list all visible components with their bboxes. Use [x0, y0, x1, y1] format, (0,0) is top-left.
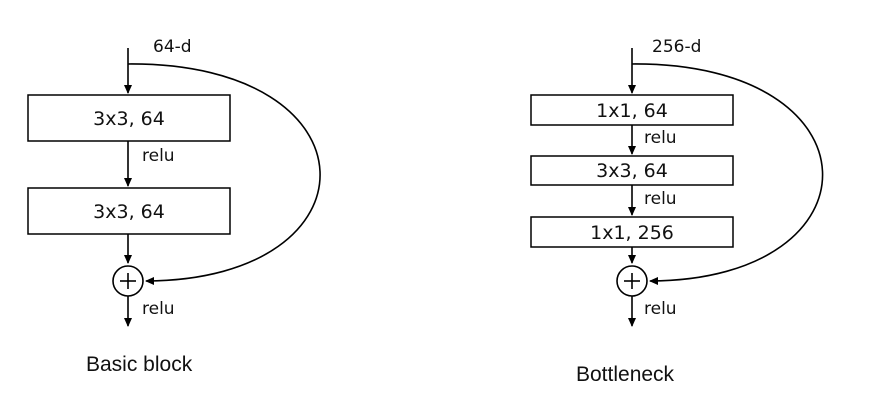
basic-layer-box-1 [27, 94, 231, 142]
basic-layer-box-2 [27, 187, 231, 235]
bottleneck-block: 256-d 1x1, 64 relu 3x3, 64 relu 1x1, 256… [530, 37, 824, 386]
bottleneck-layer-box-2 [530, 155, 734, 186]
bottleneck-activation-label-1: relu [644, 128, 677, 148]
basic-activation-label-2: relu [142, 299, 175, 319]
basic-activation-label-1: relu [142, 146, 175, 166]
basic-caption: Basic block [86, 353, 193, 376]
bottleneck-layer-box-3 [530, 216, 734, 248]
bottleneck-skip-connection [631, 63, 824, 285]
basic-layer-label-2: 3x3, 64 [93, 201, 165, 223]
basic-layer-label-1: 3x3, 64 [93, 108, 165, 130]
bottleneck-layer-label-1: 1x1, 64 [596, 100, 668, 122]
bottleneck-input-label: 256-d [652, 37, 701, 57]
basic-block: 64-d 3x3, 64 relu 3x3, 64 relu Basic blo… [27, 37, 321, 376]
basic-input-label: 64-d [153, 37, 192, 57]
bottleneck-caption: Bottleneck [576, 363, 675, 386]
bottleneck-activation-label-2: relu [644, 189, 677, 209]
bottleneck-activation-label-3: relu [644, 299, 677, 319]
bottleneck-layer-label-3: 1x1, 256 [590, 222, 674, 244]
bottleneck-layer-label-2: 3x3, 64 [596, 160, 668, 182]
basic-skip-connection [127, 63, 321, 285]
bottleneck-layer-box-1 [530, 94, 734, 126]
